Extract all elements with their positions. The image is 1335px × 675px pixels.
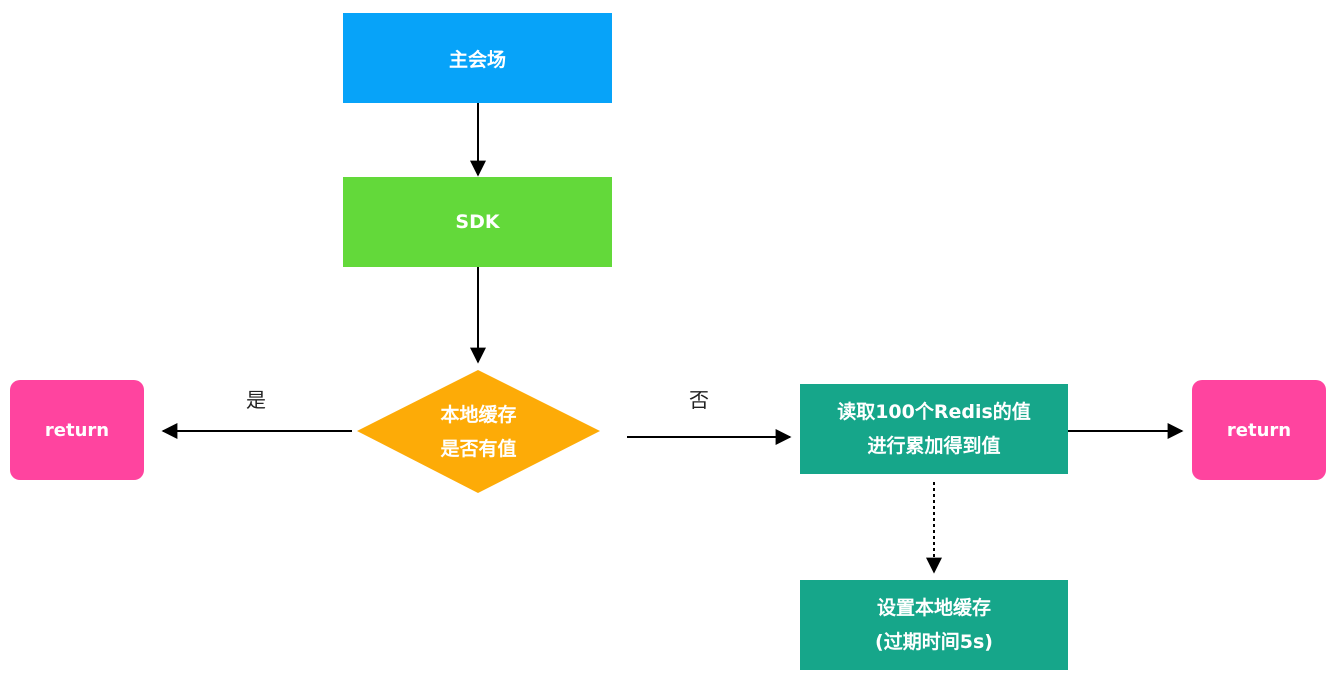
node-return-right: return [1192, 380, 1326, 480]
node-return-left: return [10, 380, 144, 480]
node-decision-line2: 是否有值 [440, 437, 517, 460]
node-read-redis-line1: 读取100个Redis的值 [837, 401, 1031, 423]
node-read-redis: 读取100个Redis的值 进行累加得到值 [800, 384, 1068, 474]
node-main-venue: 主会场 [343, 13, 612, 103]
node-read-redis-line2: 进行累加得到值 [867, 435, 1001, 457]
node-set-cache-line2: (过期时间5s) [875, 631, 993, 653]
node-main-venue-label: 主会场 [448, 48, 506, 71]
node-return-right-label: return [1226, 419, 1292, 441]
edge-label-no: 否 [689, 388, 709, 412]
node-decision-line1: 本地缓存 [440, 403, 517, 426]
node-sdk-label: SDK [455, 211, 500, 233]
decision-diamond [357, 370, 600, 493]
node-decision: 本地缓存 是否有值 [357, 370, 600, 493]
node-set-cache: 设置本地缓存 (过期时间5s) [800, 580, 1068, 670]
edge-label-yes: 是 [246, 388, 266, 412]
node-return-left-label: return [44, 419, 110, 441]
node-set-cache-line1: 设置本地缓存 [876, 597, 991, 619]
node-sdk: SDK [343, 177, 612, 267]
